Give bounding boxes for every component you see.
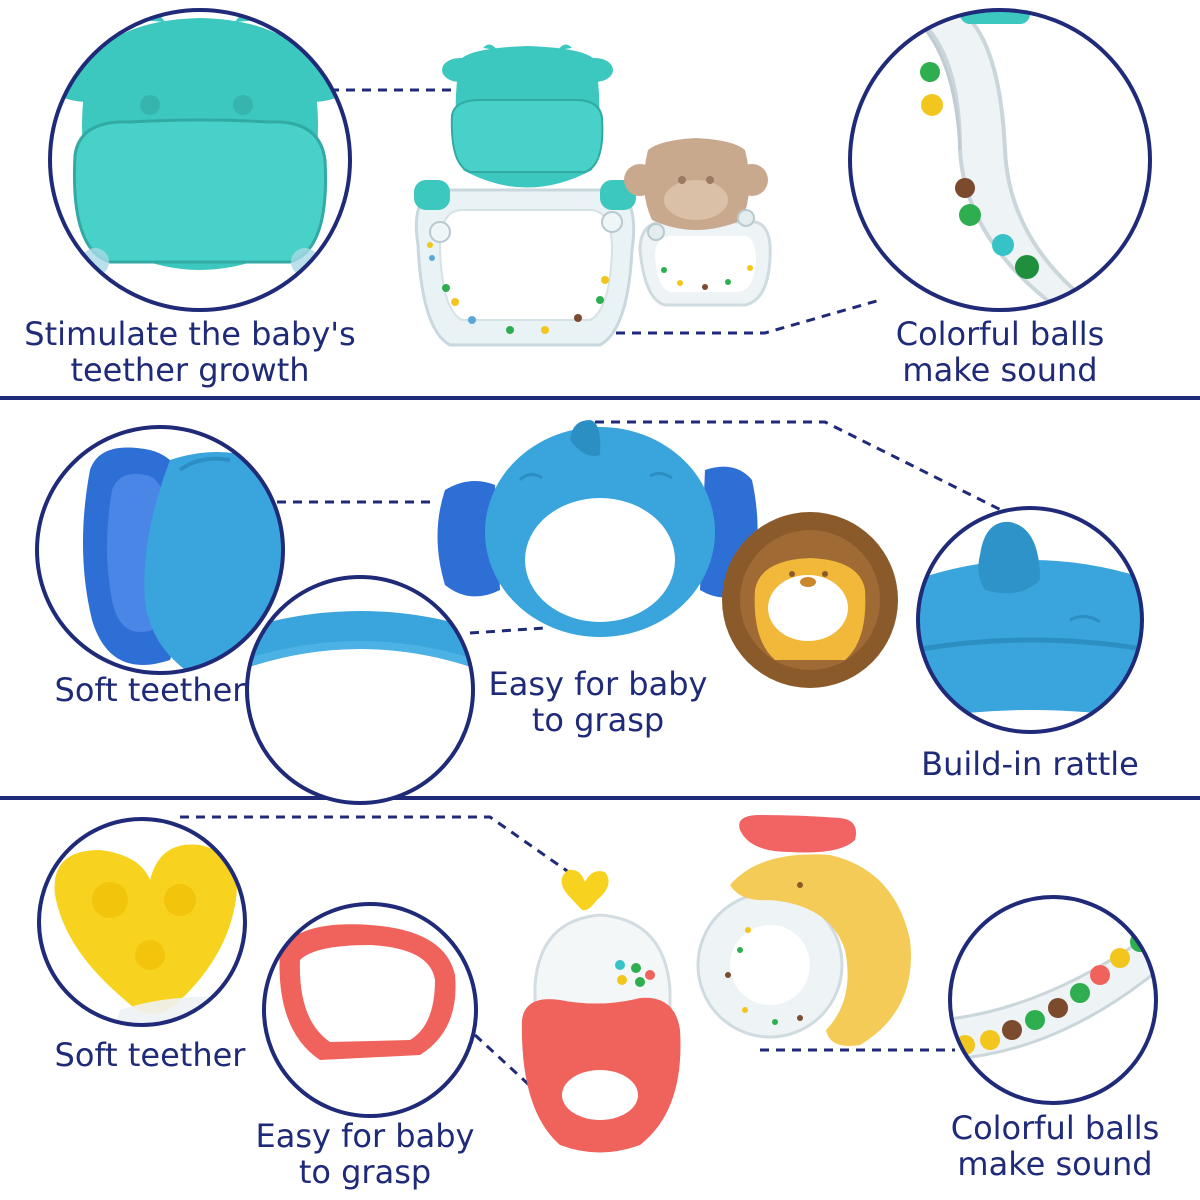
rattle-tube-zoom-icon [848,8,1152,312]
connector-line [595,420,1006,514]
connector-line [600,298,881,335]
caption-colorful-balls: Colorful balls make sound [950,1109,1160,1183]
rattle-balls-zoom-icon [948,895,1158,1105]
caption-teether-growth: Stimulate the baby's teether growth [24,315,356,389]
connector-line [469,626,546,635]
chick-rattle-icon [696,815,911,1046]
caption-colorful-balls: Colorful balls make sound [895,315,1105,389]
handle-ring-zoom-icon [245,575,475,805]
bird-rattle-icon [521,869,681,1153]
caption-easy-grasp: Easy for baby to grasp [488,665,708,739]
cow-face-zoom-icon [48,8,352,312]
lion-teether-icon [722,512,898,688]
connector-line [180,815,581,882]
monkey-teether-icon [624,138,772,307]
rattle-horn-zoom-icon [916,506,1144,734]
caption-soft-teether: Soft teether [54,671,246,709]
caption-build-in-rattle: Build-in rattle [921,745,1139,783]
caption-soft-teether: Soft teether [54,1036,246,1074]
heart-teether-zoom-icon [37,817,247,1027]
coral-handle-zoom-icon [262,902,478,1118]
elephant-rattle-icon [437,420,758,637]
elephant-ear-zoom-icon [35,425,285,675]
cow-teether-icon [414,44,636,347]
caption-easy-grasp: Easy for baby to grasp [255,1117,475,1191]
